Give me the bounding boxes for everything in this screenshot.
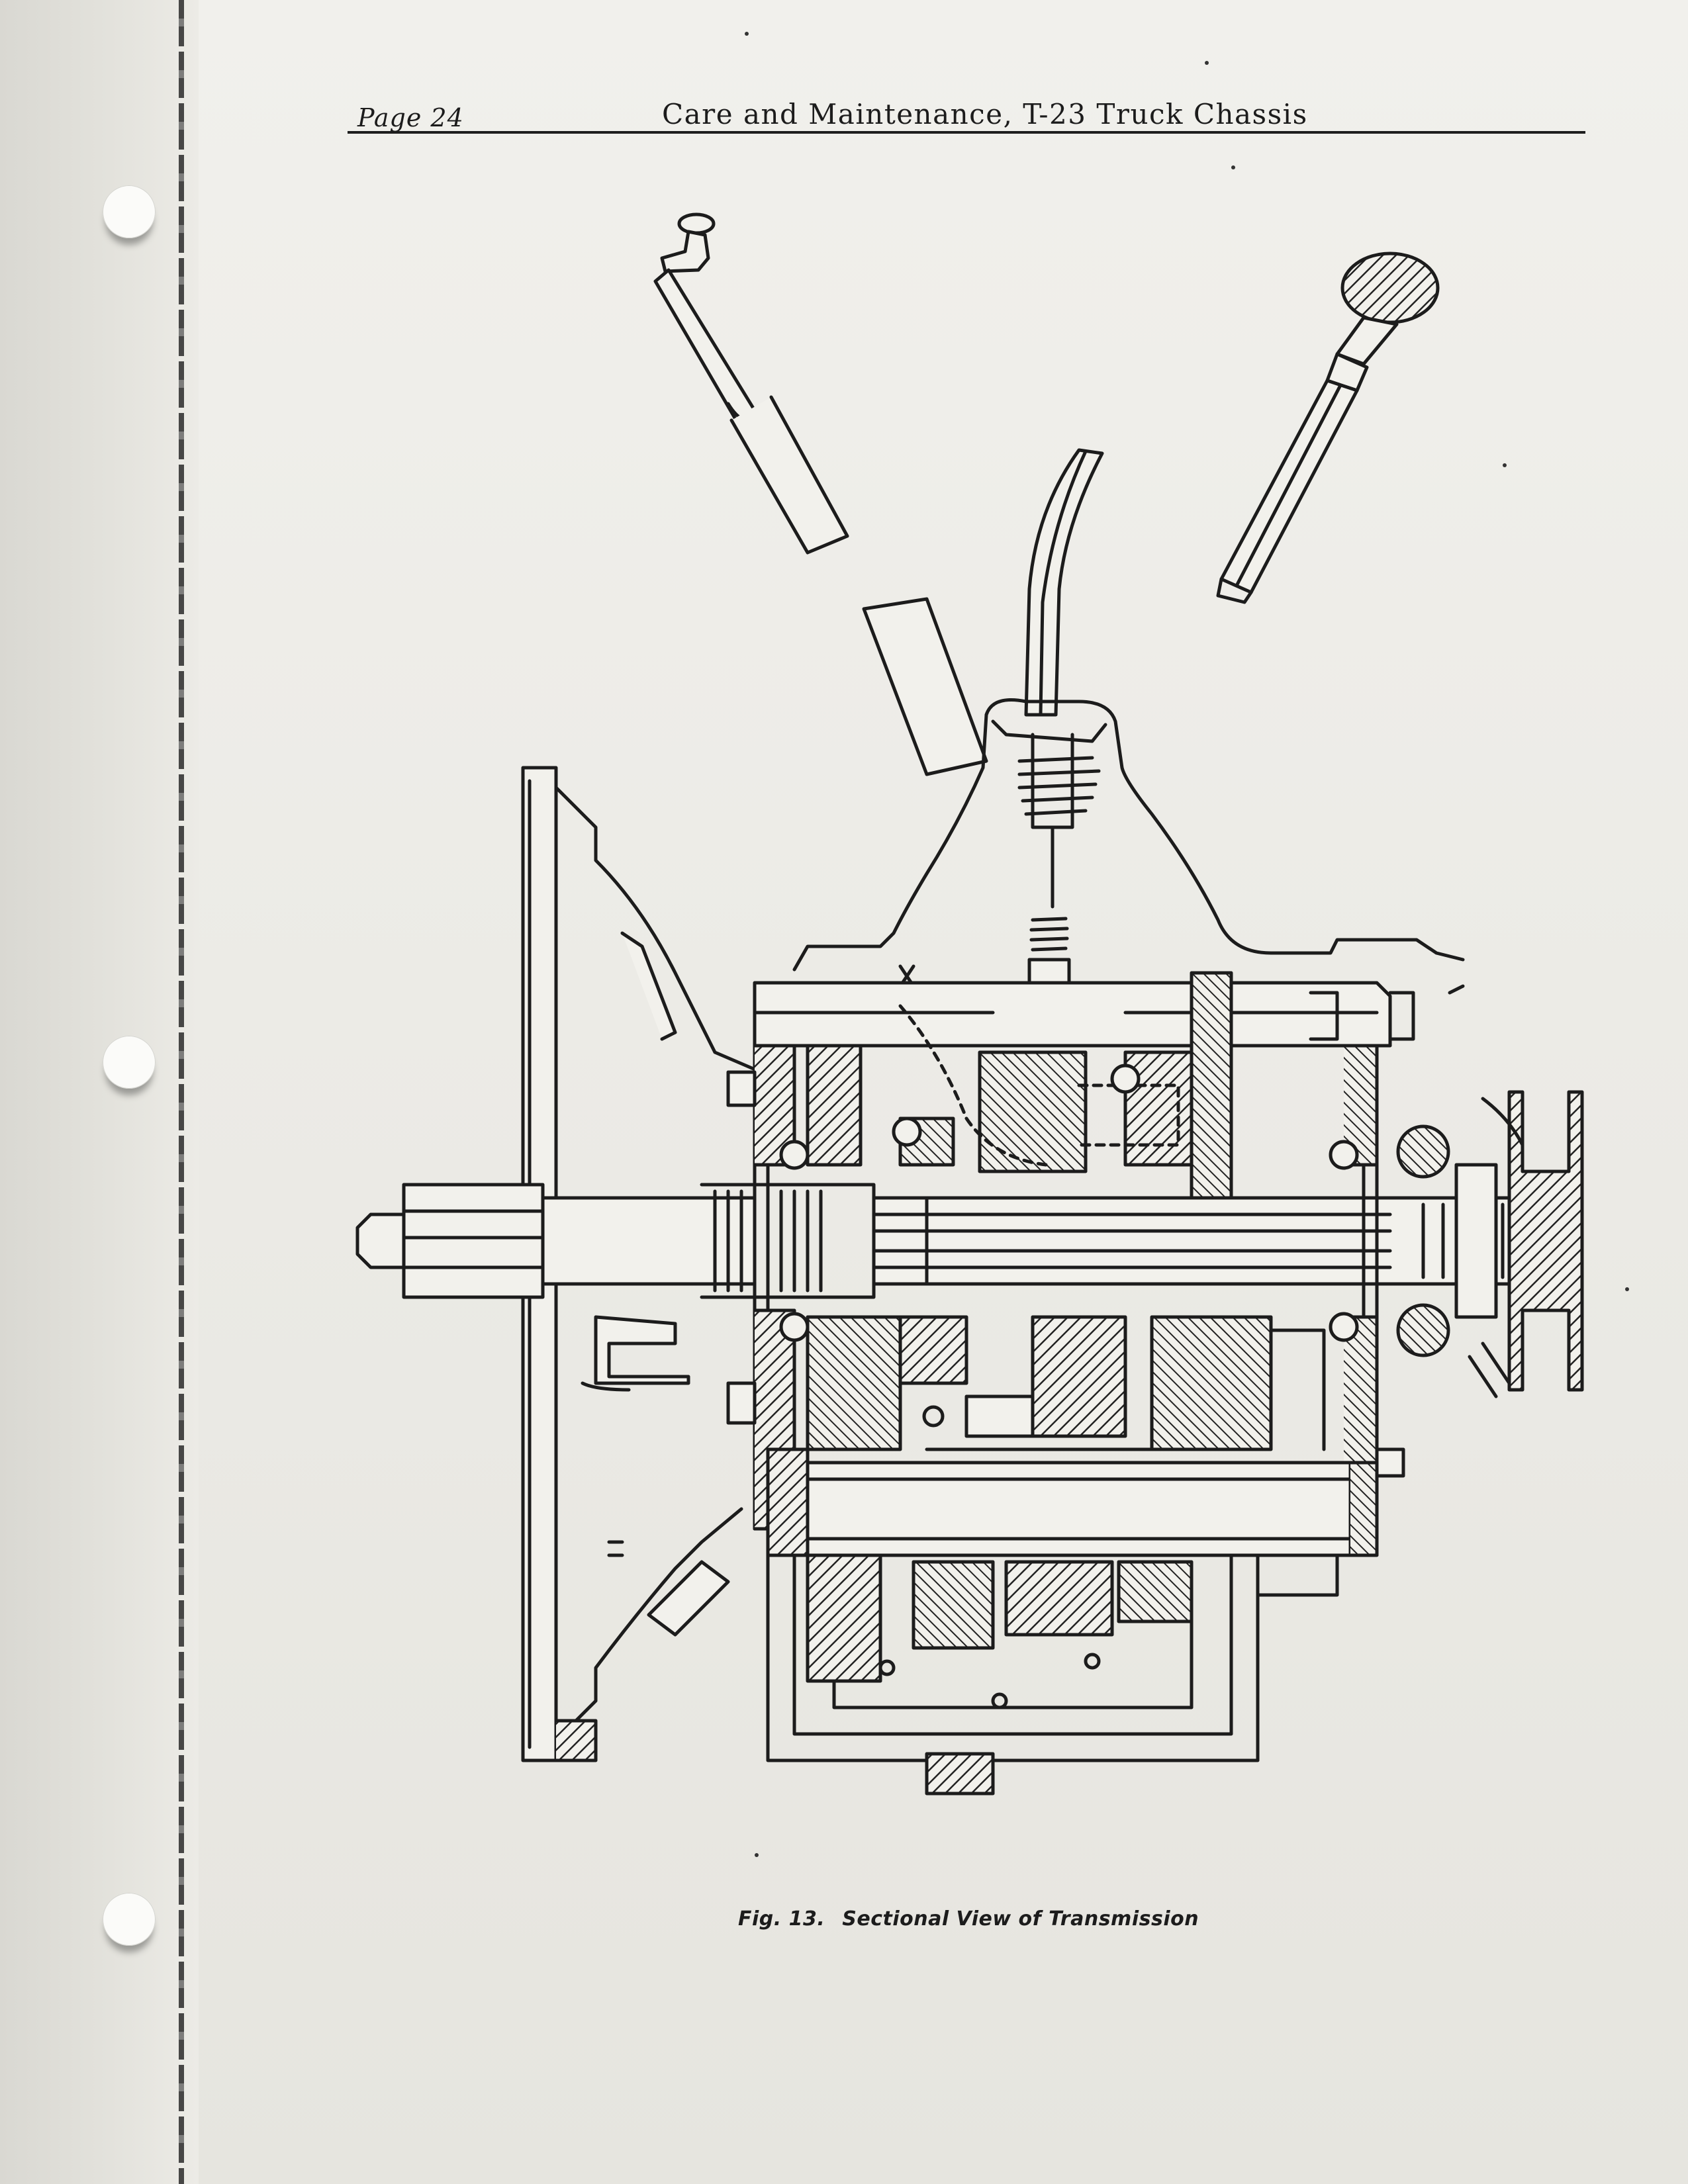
scan-speck [755,1853,759,1857]
page-number: Page 24 [357,103,464,132]
lower-gear-case [766,1553,1339,1796]
scan-speck [745,32,749,36]
binding-edge-line [179,0,184,2184]
scan-speck [1205,61,1209,65]
transmission-sectional-drawing [331,192,1589,1813]
bearings [779,1064,1359,1342]
page-margin-shadow [0,0,199,2184]
figure-number: Fig. 13. [738,1907,825,1931]
shift-lever-right [1216,251,1440,604]
punch-hole-middle [103,1036,156,1089]
punch-hole-top [103,185,156,238]
punch-hole-bottom [103,1893,156,1946]
countershaft [766,1447,1379,1557]
output-flange [1396,1090,1584,1398]
figure-title: Sectional View of Transmission [842,1907,1199,1931]
shift-lever-left [653,212,849,555]
scan-speck [1625,1287,1629,1291]
header-rule [348,131,1585,134]
scan-speck [1503,463,1507,467]
running-title: Care and Maintenance, T-23 Truck Chassis [662,98,1308,130]
figure-caption: Fig. 13. Sectional View of Transmission [738,1907,1268,1940]
scan-speck [1231,165,1235,169]
page-header: Page 24 Care and Maintenance, T-23 Truck… [357,98,1582,138]
input-shaft [355,1183,876,1392]
gear-shift-lever [862,448,1104,776]
shift-rail [753,971,1465,1200]
mainshaft-gears [806,1004,1326,1451]
